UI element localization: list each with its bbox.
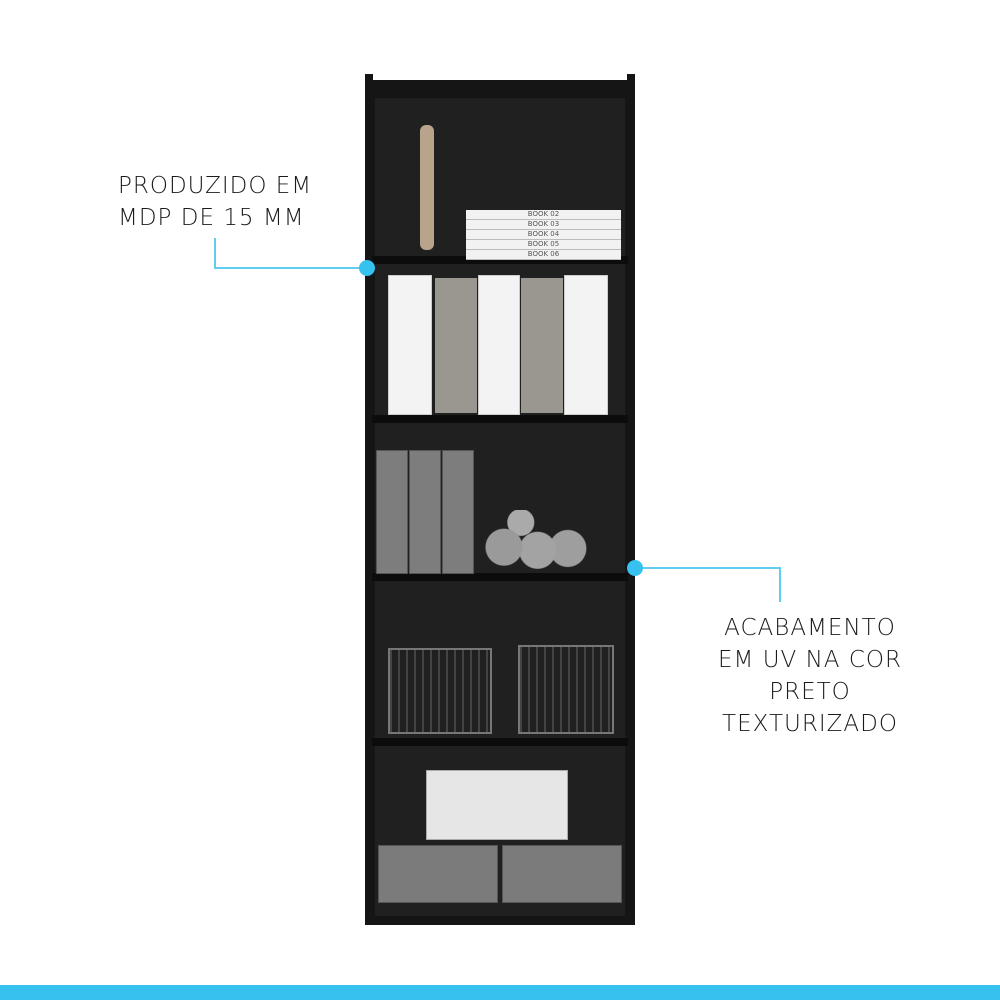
callout-dot	[627, 560, 643, 576]
callout-material: PRODUZIDO EM MDP DE 15 MM	[118, 173, 313, 231]
storage-box	[426, 770, 568, 840]
magazine-file	[388, 275, 432, 415]
callout-line	[640, 567, 780, 569]
storage-box	[502, 845, 622, 903]
shelf	[372, 573, 628, 581]
magazine-file	[521, 278, 563, 413]
binder	[376, 450, 408, 574]
book-stack: BOOK 02 BOOK 03 BOOK 04 BOOK 05 BOOK 06	[466, 210, 621, 260]
wire-basket	[518, 645, 614, 734]
binder	[409, 450, 441, 574]
storage-box	[378, 845, 498, 903]
callout-dot	[359, 260, 375, 276]
bookcase-post	[627, 74, 635, 84]
wooden-mannequin	[420, 125, 434, 250]
shelf	[372, 256, 628, 264]
wire-basket	[388, 648, 492, 734]
binder	[442, 450, 474, 574]
bottom-accent-bar	[0, 985, 1000, 1000]
magazine-file	[564, 275, 608, 415]
callout-line	[214, 238, 216, 269]
shelf	[372, 738, 628, 746]
callout-line	[214, 267, 366, 269]
shelf	[372, 415, 628, 423]
callout-line	[779, 567, 781, 602]
tape-rolls	[476, 510, 588, 572]
bookcase-post	[365, 74, 373, 84]
magazine-file	[478, 275, 520, 415]
magazine-file	[435, 278, 477, 413]
callout-finish: ACABAMENTO EM UV NA COR PRETO TEXTURIZAD…	[718, 615, 902, 737]
